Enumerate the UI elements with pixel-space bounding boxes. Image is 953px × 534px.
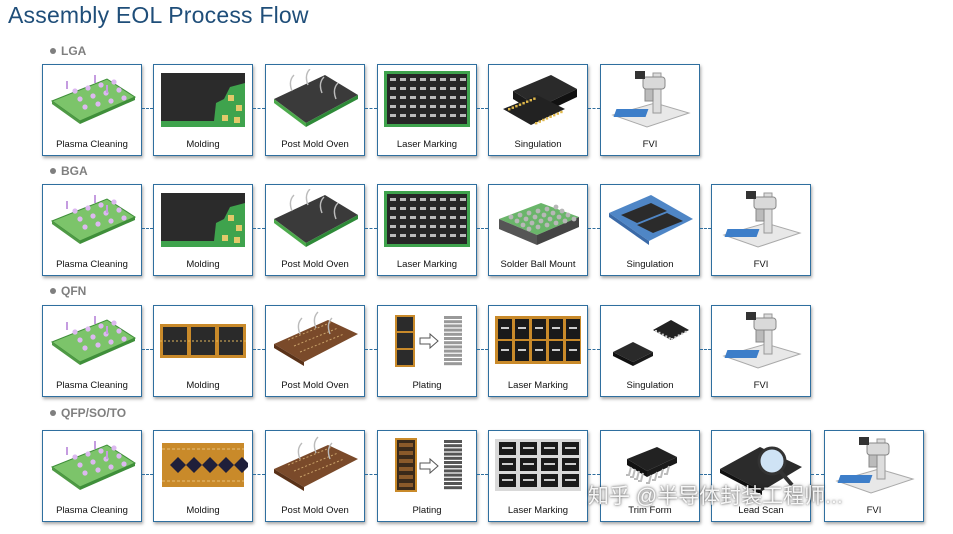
step-label: Plating (412, 380, 442, 391)
flow-connector (253, 349, 265, 350)
step-card-molding: Molding (153, 64, 253, 156)
step-card-plasma-cleaning: Plasma Cleaning (42, 184, 142, 276)
step-card-fvi: FVI (600, 64, 700, 156)
section-label-lga: LGA (50, 44, 86, 58)
flow-connector (811, 474, 824, 475)
flow-connector (477, 474, 488, 475)
bullet-icon (50, 287, 56, 294)
step-card-post-mold-oven: Post Mold Oven (265, 305, 365, 397)
flow-connector (253, 108, 265, 109)
step-card-fvi: FVI (711, 184, 811, 276)
step-label: Molding (186, 505, 220, 516)
step-card-plasma-cleaning: Plasma Cleaning (42, 430, 142, 522)
step-label: Singulation (514, 139, 562, 150)
flow-connector (142, 349, 153, 350)
step-card-solder-ball-mount: Solder Ball Mount (488, 184, 588, 276)
flow-connector (588, 474, 600, 475)
bullet-icon (50, 47, 56, 54)
step-card-singulation: Singulation (600, 184, 700, 276)
step-card-post-mold-oven: Post Mold Oven (265, 430, 365, 522)
step-card-laser-marking: Laser Marking (377, 184, 477, 276)
flow-connector (477, 228, 488, 229)
step-label: Plasma Cleaning (56, 259, 128, 270)
flow-connector (700, 349, 711, 350)
step-label: Solder Ball Mount (500, 259, 576, 270)
step-label: Post Mold Oven (281, 259, 349, 270)
step-label: Post Mold Oven (281, 505, 349, 516)
step-label: Singulation (626, 380, 674, 391)
step-label: Plasma Cleaning (56, 380, 128, 391)
step-label: Laser Marking (396, 259, 458, 270)
step-card-plasma-cleaning: Plasma Cleaning (42, 64, 142, 156)
flow-connector (477, 349, 488, 350)
step-card-plating: Plating (377, 305, 477, 397)
step-label: Laser Marking (507, 380, 569, 391)
step-card-singulation: Singulation (600, 305, 700, 397)
step-card-plating: Plating (377, 430, 477, 522)
section-label-text: QFN (61, 284, 87, 298)
step-card-lead-scan: Lead Scan (711, 430, 811, 522)
flow-connector (700, 228, 711, 229)
page-title: Assembly EOL Process Flow (8, 2, 309, 28)
flow-connector (700, 474, 711, 475)
flow-connector (253, 228, 265, 229)
flow-connector (253, 474, 265, 475)
step-label: Plasma Cleaning (56, 139, 128, 150)
section-label-qfp-so-to: QFP/SO/TO (50, 406, 126, 420)
step-card-laser-marking: Laser Marking (377, 64, 477, 156)
flow-connector (477, 108, 488, 109)
step-label: Singulation (626, 259, 674, 270)
step-label: Molding (186, 139, 220, 150)
flow-connector (365, 474, 377, 475)
flow-connector (365, 228, 377, 229)
flow-connector (142, 108, 153, 109)
step-label: Trim Form (628, 505, 672, 516)
step-card-molding: Molding (153, 184, 253, 276)
step-label: FVI (642, 139, 658, 150)
bullet-icon (50, 167, 56, 174)
step-label: FVI (866, 505, 882, 516)
step-card-trim-form: Trim Form (600, 430, 700, 522)
section-label-text: BGA (61, 164, 88, 178)
flow-connector (142, 228, 153, 229)
step-card-molding: Molding (153, 430, 253, 522)
flow-connector (142, 474, 153, 475)
step-card-singulation: Singulation (488, 64, 588, 156)
step-card-fvi: FVI (711, 305, 811, 397)
section-label-text: QFP/SO/TO (61, 406, 127, 420)
step-label: Post Mold Oven (281, 380, 349, 391)
flow-connector (588, 108, 600, 109)
step-label: Plating (412, 505, 442, 516)
step-card-post-mold-oven: Post Mold Oven (265, 184, 365, 276)
flow-connector (588, 228, 600, 229)
section-label-bga: BGA (50, 164, 88, 178)
step-label: Laser Marking (507, 505, 569, 516)
section-label-text: LGA (61, 44, 87, 58)
step-card-molding: Molding (153, 305, 253, 397)
bullet-icon (50, 409, 56, 416)
watermark: 知乎 @半导体封装工程师... (588, 485, 843, 508)
flow-connector (588, 349, 600, 350)
step-label: Post Mold Oven (281, 139, 349, 150)
step-label: FVI (753, 380, 769, 391)
flow-connector (365, 349, 377, 350)
step-label: FVI (753, 259, 769, 270)
step-card-post-mold-oven: Post Mold Oven (265, 64, 365, 156)
step-card-fvi: FVI (824, 430, 924, 522)
section-label-qfn: QFN (50, 284, 86, 298)
step-card-laser-marking: Laser Marking (488, 430, 588, 522)
step-label: Molding (186, 380, 220, 391)
flow-connector (365, 108, 377, 109)
step-card-laser-marking: Laser Marking (488, 305, 588, 397)
step-label: Lead Scan (738, 505, 784, 516)
step-label: Laser Marking (396, 139, 458, 150)
step-label: Plasma Cleaning (56, 505, 128, 516)
step-label: Molding (186, 259, 220, 270)
step-card-plasma-cleaning: Plasma Cleaning (42, 305, 142, 397)
